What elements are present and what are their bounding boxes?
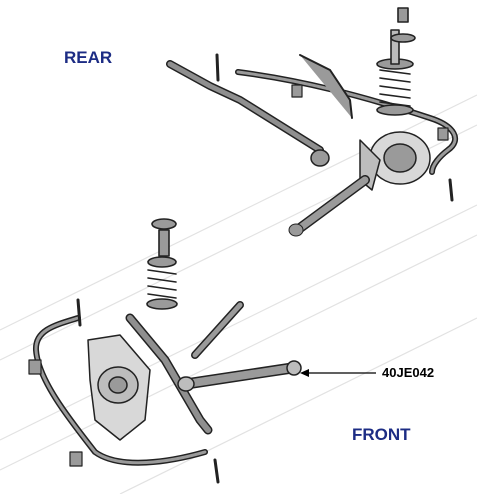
rear-hub: [359, 131, 431, 191]
rear-coil-spring: [376, 7, 416, 116]
rear-suspension: [166, 7, 459, 237]
front-hub: [87, 334, 151, 441]
part-leader-arrow: [300, 369, 376, 377]
rear-upper-arm: [299, 54, 353, 119]
front-label: FRONT: [352, 425, 411, 444]
rear-label: REAR: [64, 48, 113, 67]
front-coil-spring: [146, 218, 178, 310]
part-number-label: 40JE042: [382, 365, 435, 380]
front-suspension: [28, 218, 302, 484]
